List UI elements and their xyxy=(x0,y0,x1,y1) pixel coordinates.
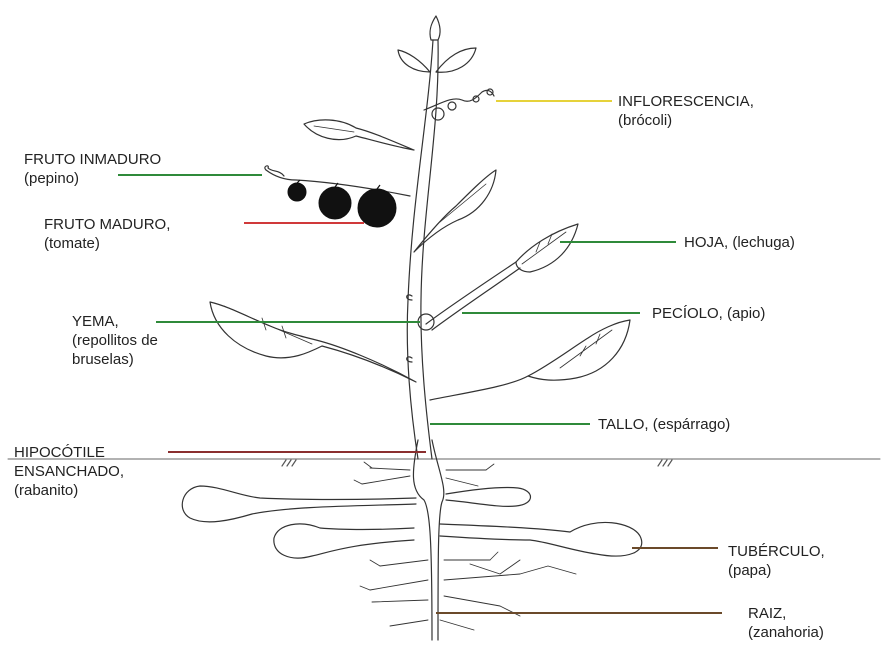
upper-right-leaf-vein xyxy=(440,184,486,222)
label-fruto-maduro: FRUTO MADURO, (tomate) xyxy=(44,215,170,253)
tuber-center xyxy=(274,524,414,558)
tuber-small-right xyxy=(446,487,531,506)
label-hoja: HOJA, (lechuga) xyxy=(684,233,795,252)
large-left-leaf-vein xyxy=(224,306,312,344)
label-tallo: TALLO, (espárrago) xyxy=(598,415,730,434)
lettuce-leaf xyxy=(516,224,578,272)
label-hoja-line1: HOJA, (lechuga) xyxy=(684,233,795,252)
label-peciolo-line1: PECÍOLO, (apio) xyxy=(652,304,765,323)
top-leaf-right xyxy=(436,48,476,72)
label-tallo-line1: TALLO, (espárrago) xyxy=(598,415,730,434)
label-inflorescencia: INFLORESCENCIA, (brócoli) xyxy=(618,92,754,130)
label-yema-line3: bruselas) xyxy=(72,350,158,369)
label-yema: YEMA, (repollitos de bruselas) xyxy=(72,312,158,369)
label-raiz-line2: (zanahoria) xyxy=(748,623,824,642)
label-inflorescencia-line1: INFLORESCENCIA, xyxy=(618,92,754,111)
inflorescence-branch xyxy=(424,90,494,110)
upper-left-leaf-vein xyxy=(314,126,354,132)
inflorescence-floret xyxy=(487,89,493,95)
label-raiz: RAIZ, (zanahoria) xyxy=(748,604,824,642)
terminal-bud xyxy=(430,16,440,40)
hypocotyl xyxy=(413,440,443,640)
label-hipocotile: HIPOCÓTILE ENSANCHADO, (rabanito) xyxy=(14,443,124,500)
large-left-leaf xyxy=(210,302,416,382)
label-tuberculo: TUBÉRCULO, (papa) xyxy=(728,542,825,580)
tuber-left xyxy=(182,486,416,522)
label-yema-line1: YEMA, xyxy=(72,312,158,331)
label-yema-line2: (repollitos de xyxy=(72,331,158,350)
label-fruto-inmaduro-line2: (pepino) xyxy=(24,169,161,188)
petiole xyxy=(426,262,520,330)
fruit-medium xyxy=(319,187,351,219)
label-fruto-maduro-line1: FRUTO MADURO, xyxy=(44,215,170,234)
label-tuberculo-line2: (papa) xyxy=(728,561,825,580)
tuber-right xyxy=(440,522,642,556)
lettuce-leaf-vein xyxy=(522,232,566,264)
large-right-leaf-vein xyxy=(560,330,612,368)
label-fruto-inmaduro: FRUTO INMADURO (pepino) xyxy=(24,150,161,188)
label-raiz-line1: RAIZ, xyxy=(748,604,824,623)
inflorescence-floret xyxy=(432,108,444,120)
label-peciolo: PECÍOLO, (apio) xyxy=(652,304,765,323)
large-right-leaf xyxy=(430,320,630,400)
main-stem xyxy=(407,40,438,459)
label-hipocotile-line1: HIPOCÓTILE xyxy=(14,443,124,462)
label-inflorescencia-line2: (brócoli) xyxy=(618,111,754,130)
top-leaf-left xyxy=(398,50,430,72)
label-tuberculo-line1: TUBÉRCULO, xyxy=(728,542,825,561)
inflorescence-floret xyxy=(448,102,456,110)
fruit-small xyxy=(288,183,306,201)
label-fruto-inmaduro-line1: FRUTO INMADURO xyxy=(24,150,161,169)
label-hipocotile-line2: ENSANCHADO, xyxy=(14,462,124,481)
rootlets xyxy=(362,468,576,630)
label-fruto-maduro-line2: (tomate) xyxy=(44,234,170,253)
label-hipocotile-line3: (rabanito) xyxy=(14,481,124,500)
upper-left-leaf xyxy=(304,120,414,150)
fruit-large xyxy=(358,189,396,227)
